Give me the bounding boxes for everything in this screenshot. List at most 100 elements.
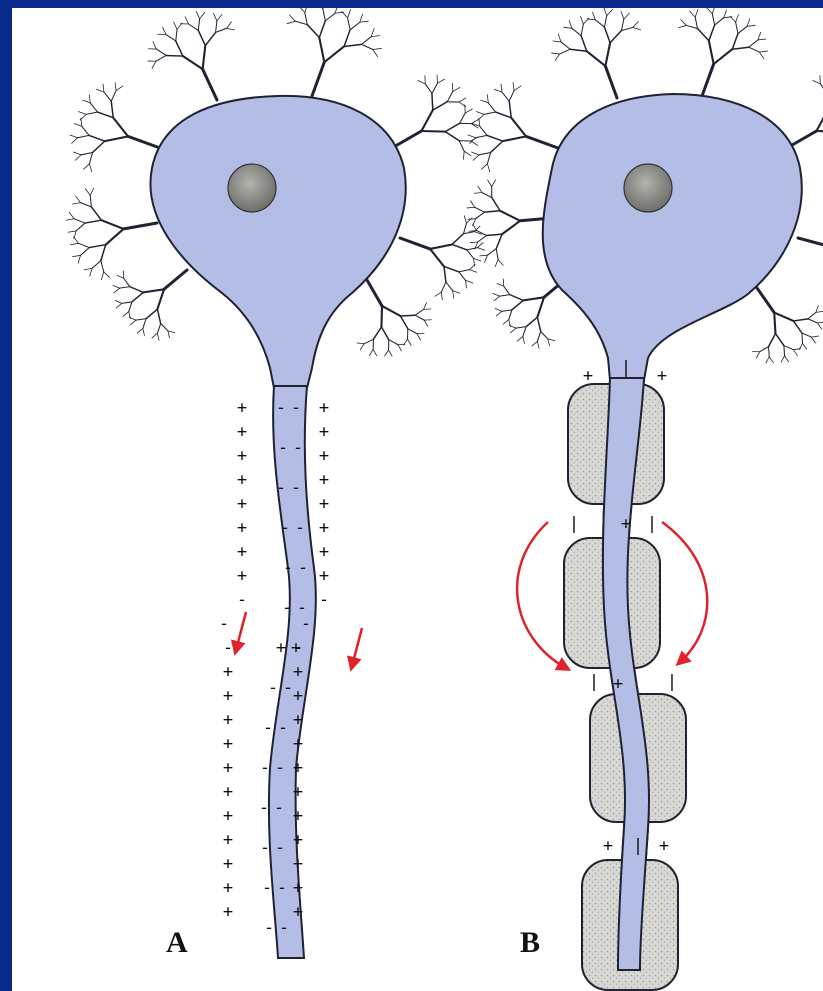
node-charge-sign: | xyxy=(633,836,643,856)
charge-sign-inner: - xyxy=(277,878,287,898)
dendrite-icon xyxy=(168,331,170,338)
dendrite-icon xyxy=(469,231,477,232)
dendrite-icon xyxy=(81,248,90,256)
dendrite-icon xyxy=(690,11,696,17)
dendrite-icon xyxy=(421,110,432,131)
charge-sign-inner: - xyxy=(275,838,285,858)
charge-sign-outer-left: + xyxy=(237,542,247,562)
dendrite-icon xyxy=(464,216,466,223)
dendrite-icon xyxy=(486,234,502,235)
dendrite-icon xyxy=(143,319,146,329)
dendrite-icon xyxy=(495,259,498,266)
charge-sign-outer-right: + xyxy=(293,758,303,778)
dendrite-icon xyxy=(610,31,621,43)
dendrite-icon xyxy=(101,220,123,229)
dendrite-icon xyxy=(344,30,350,47)
dendrite-icon xyxy=(459,98,466,102)
dendrite-icon xyxy=(605,66,617,98)
charge-sign-outer-left: - xyxy=(223,638,233,658)
charge-sign-outer-left: + xyxy=(237,422,247,442)
dendrite-icon xyxy=(408,339,412,345)
dendrite-icon xyxy=(445,123,459,131)
dendrite-icon xyxy=(164,270,187,289)
dendrite-icon xyxy=(497,283,504,286)
dendrite-icon xyxy=(143,328,145,335)
dendrite-icon xyxy=(678,25,686,27)
dendrite-icon xyxy=(85,220,101,223)
dendrite-icon xyxy=(463,232,474,234)
dendrite-icon xyxy=(357,343,364,344)
dendrite-icon xyxy=(757,288,774,313)
dendrite-icon xyxy=(174,22,177,29)
dendrite-icon xyxy=(176,41,183,56)
dendrite-icon xyxy=(371,36,380,37)
dendrite-icon xyxy=(587,19,595,20)
dendrite-icon xyxy=(548,339,555,341)
dendrite-icon xyxy=(813,81,820,84)
dendrite-icon xyxy=(299,8,305,12)
dendrite-icon xyxy=(551,53,559,54)
dendrite-icon xyxy=(441,292,442,300)
dendrite-icon xyxy=(70,243,78,244)
dendrite-icon xyxy=(89,135,105,141)
dendrite-icon xyxy=(709,25,715,41)
charge-sign-inner: - xyxy=(274,798,284,818)
dendrite-icon xyxy=(146,309,157,318)
dendrite-icon xyxy=(785,356,789,362)
dendrite-icon xyxy=(485,255,488,262)
dendrite-icon xyxy=(287,21,295,23)
dendrite-icon xyxy=(468,135,476,138)
dendrite-icon xyxy=(324,46,344,62)
dendrite-icon xyxy=(478,186,482,193)
dendrite-icon xyxy=(289,15,295,21)
dendrite-icon xyxy=(111,91,116,102)
dendrite-icon xyxy=(432,83,438,93)
dendrite-icon xyxy=(113,118,128,137)
dendrite-icon xyxy=(730,16,736,22)
dendrite-icon xyxy=(92,261,101,269)
dendrite-icon xyxy=(156,49,166,55)
dendrite-icon xyxy=(342,11,348,17)
dendrite-icon xyxy=(463,223,466,234)
dendrite-icon xyxy=(205,32,215,45)
dendrite-icon xyxy=(604,8,607,16)
dendrite-icon xyxy=(81,203,92,207)
dendrite-icon xyxy=(759,51,767,52)
dendrite-icon xyxy=(317,8,323,9)
node-charge-sign: + xyxy=(603,836,613,856)
dendrite-icon xyxy=(749,40,758,47)
dendrite-icon xyxy=(104,92,111,101)
dendrite-icon xyxy=(152,333,158,338)
dendrite-icon xyxy=(319,21,325,38)
charge-sign-outer-left: + xyxy=(223,662,233,682)
charge-sign-inner: - xyxy=(297,598,307,618)
dendrite-icon xyxy=(467,250,474,259)
dendrite-icon xyxy=(503,136,526,141)
charge-sign-inner: + xyxy=(276,638,286,658)
dendrite-icon xyxy=(738,26,747,33)
dendrite-icon xyxy=(473,219,476,226)
dendrite-icon xyxy=(523,297,544,300)
dendrite-icon xyxy=(581,24,583,35)
dendrite-icon xyxy=(74,219,85,223)
dendrite-icon xyxy=(307,25,319,38)
dendrite-icon xyxy=(90,188,94,195)
dendrite-icon xyxy=(137,328,143,333)
dendrite-icon xyxy=(132,292,143,301)
charge-sign-outer-right: + xyxy=(319,446,329,466)
dendrite-icon xyxy=(605,43,610,66)
dendrite-icon xyxy=(200,12,205,18)
dendrite-icon xyxy=(816,306,818,313)
dendrite-icon xyxy=(453,291,454,299)
dendrite-icon xyxy=(89,95,90,103)
dendrite-icon xyxy=(389,340,398,345)
dendrite-icon xyxy=(69,212,74,219)
node-charge-sign: | xyxy=(569,514,579,534)
dendrite-icon xyxy=(295,21,307,24)
dendrite-icon xyxy=(793,319,808,321)
dendrite-icon xyxy=(607,10,613,16)
dendrite-icon xyxy=(466,280,467,288)
charge-sign-outer-left: + xyxy=(223,854,233,874)
dendrite-icon xyxy=(512,300,523,309)
dendrite-icon xyxy=(816,110,823,131)
